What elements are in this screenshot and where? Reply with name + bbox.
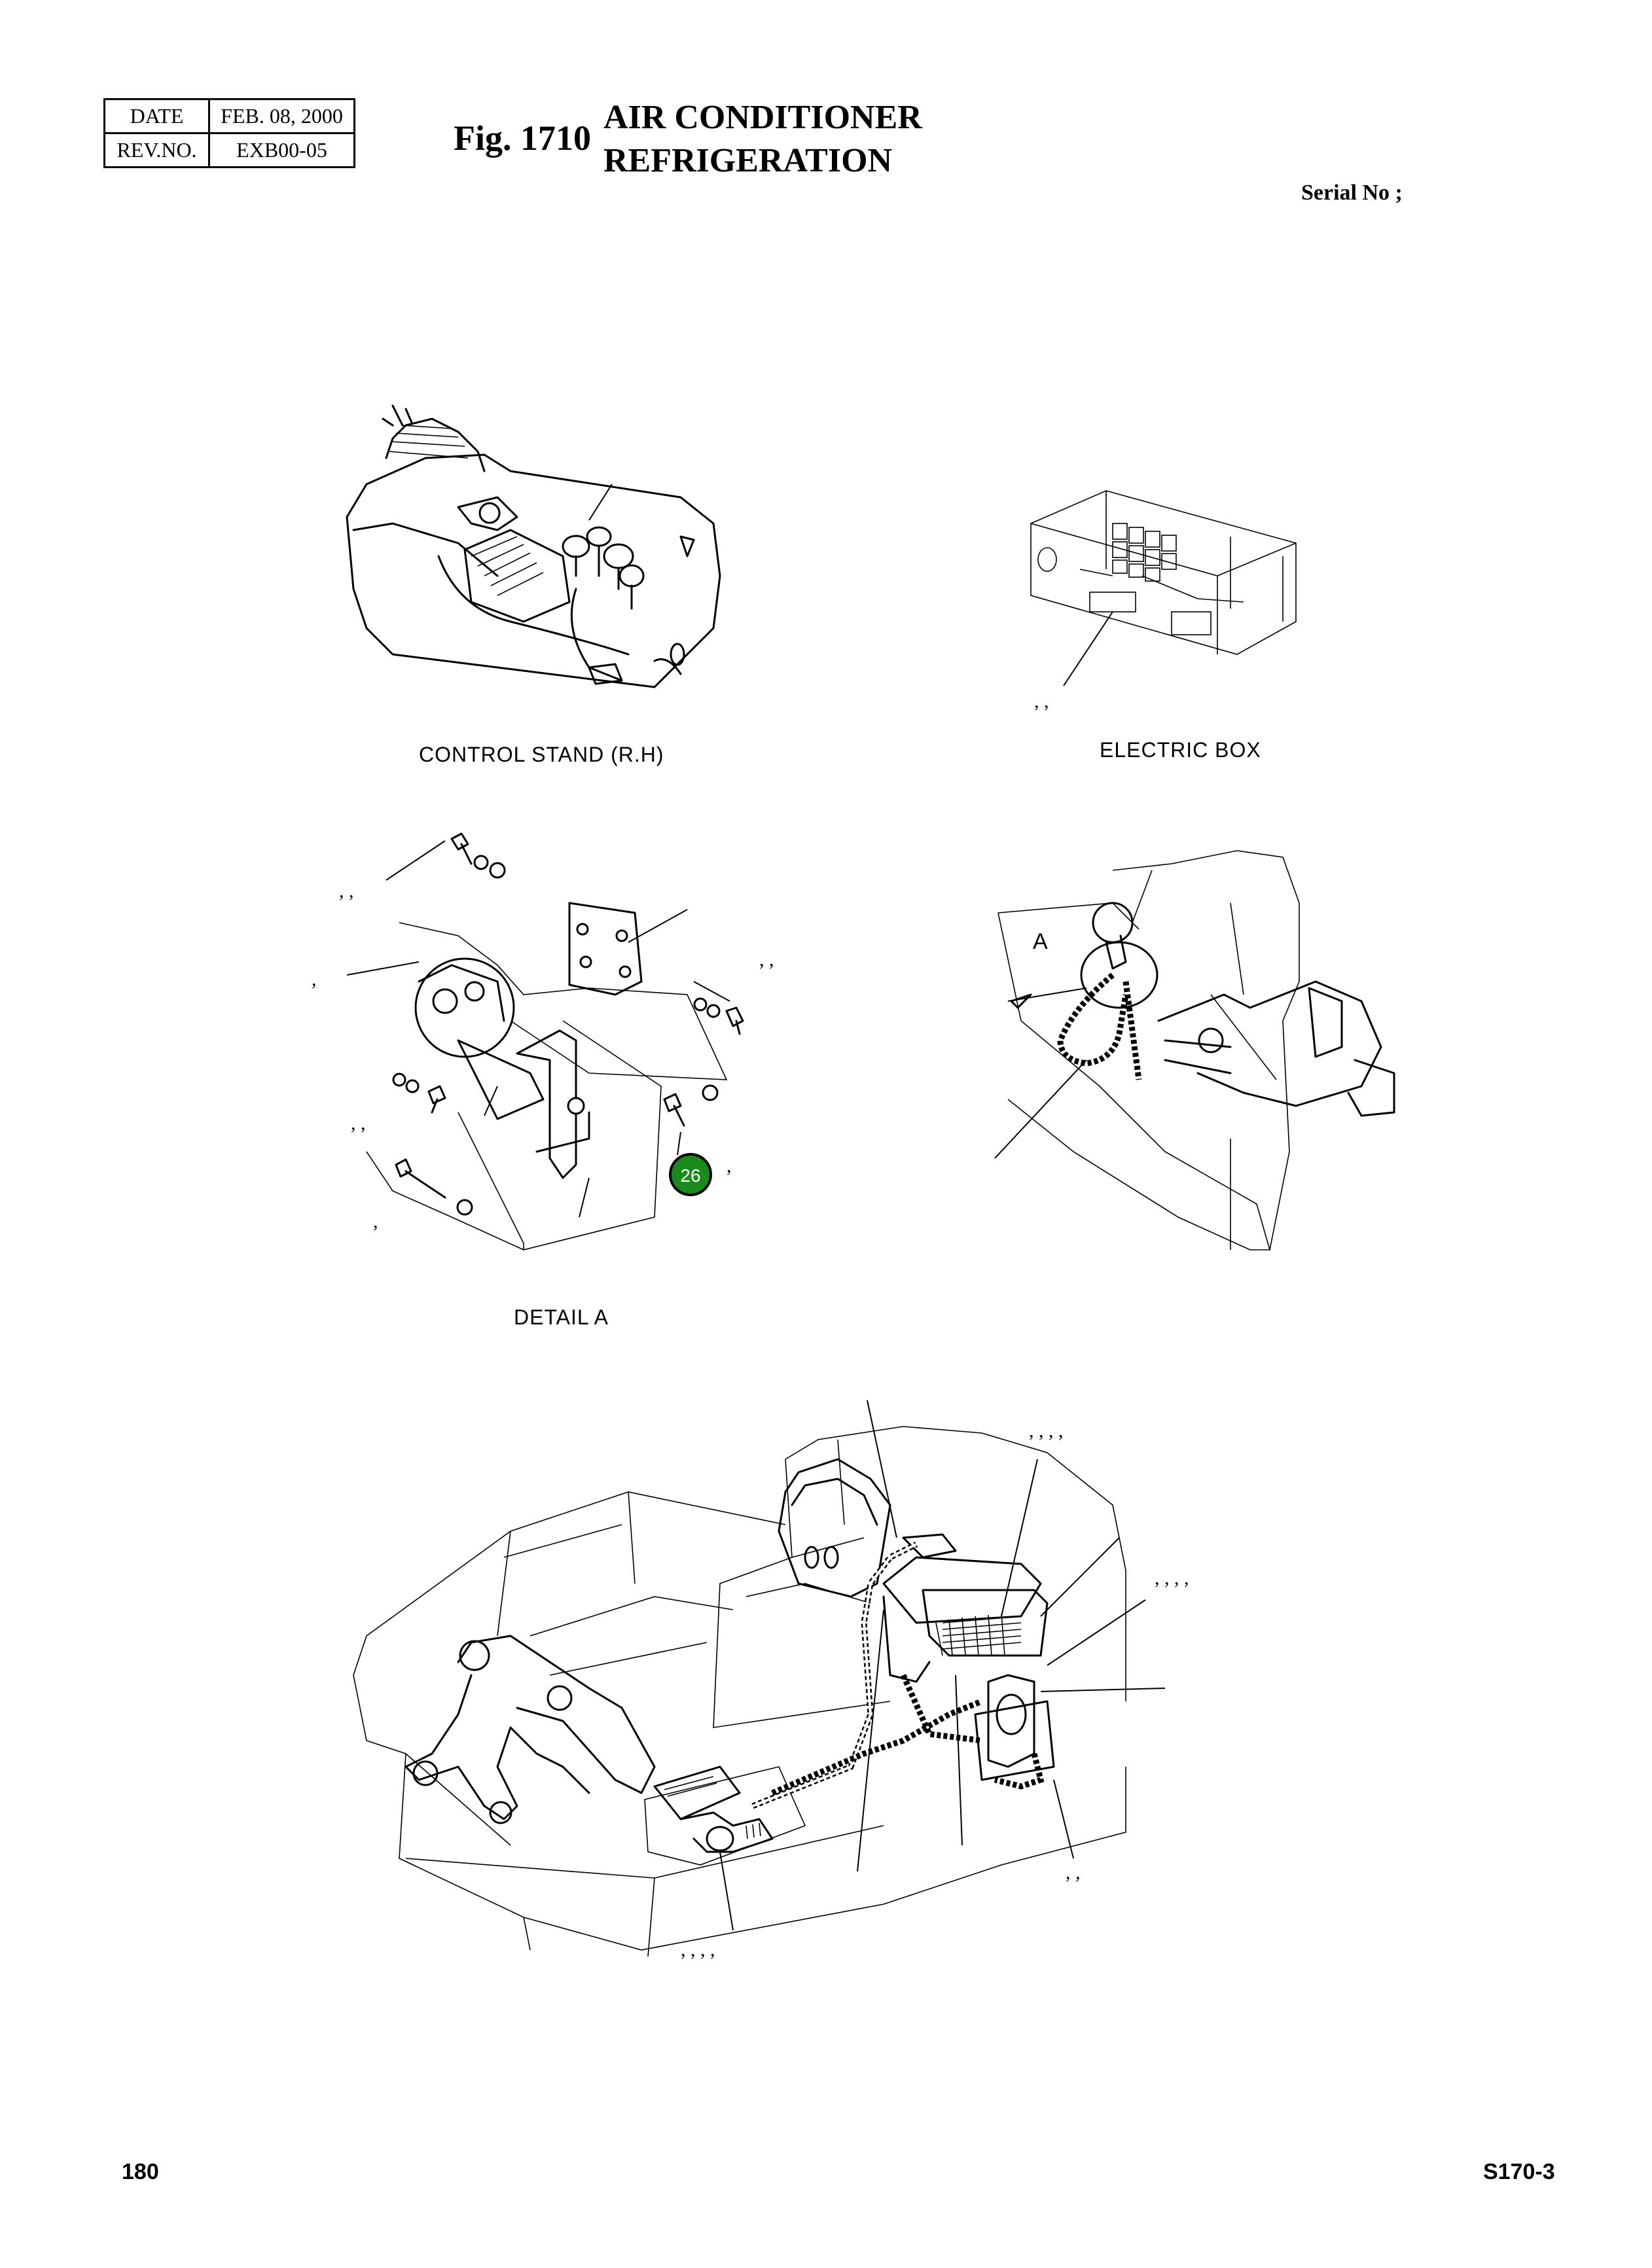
serial-number-label: Serial No ; [1301,181,1403,205]
overall-machine-drawing [353,1400,1166,1957]
detail-a-marker: A [1033,929,1049,954]
figure-title-line1: AIR CONDITIONER [603,99,922,136]
caption-electric-box: ELECTRIC BOX [1100,738,1261,762]
callout-26-badge[interactable]: 26 [669,1153,712,1196]
revision-value: EXB00-05 [208,132,355,168]
detail-a-ref-separators-1: , , [339,880,354,902]
figure-number: Fig. 1710 [454,118,591,158]
callout-26-label: 26 [680,1165,700,1186]
electric-box-ref-separators: , , [1034,690,1049,712]
page-number: 180 [122,2159,159,2184]
revision-row: REV.NO. EXB00-05 [103,132,355,168]
overall-ref-separators-4: , , , , [681,1939,715,1960]
detail-a-ref-separators-4: , , [351,1112,366,1134]
model-code: S170-3 [1483,2159,1555,2184]
overall-ref-separators-1: , , , , [1029,1420,1064,1442]
electric-box-drawing [1030,490,1297,686]
caption-control-stand: CONTROL STAND (R.H) [419,743,664,766]
detail-a-drawing [346,832,744,1250]
overall-ref-separators-2: , , , , [1155,1567,1189,1589]
date-row: DATE FEB. 08, 2000 [103,98,355,134]
revision-label: REV.NO. [103,132,210,168]
date-label: DATE [103,98,210,134]
detail-a-ref-separators-3: , , [759,949,774,970]
detail-a-ref-separators-5: , [373,1211,378,1232]
detail-a-ref-separators-6: , [727,1155,732,1177]
revision-info-table: DATE FEB. 08, 2000 REV.NO. EXB00-05 [103,98,355,168]
date-value: FEB. 08, 2000 [208,98,355,134]
caption-detail-a: DETAIL A [514,1305,609,1329]
figure-title-line2: REFRIGERATION [603,142,893,179]
control-stand-drawing [346,404,721,688]
engine-view-drawing [994,850,1395,1250]
detail-a-ref-separators-2: , [312,968,317,990]
overall-ref-separators-3: , , [1066,1862,1081,1883]
